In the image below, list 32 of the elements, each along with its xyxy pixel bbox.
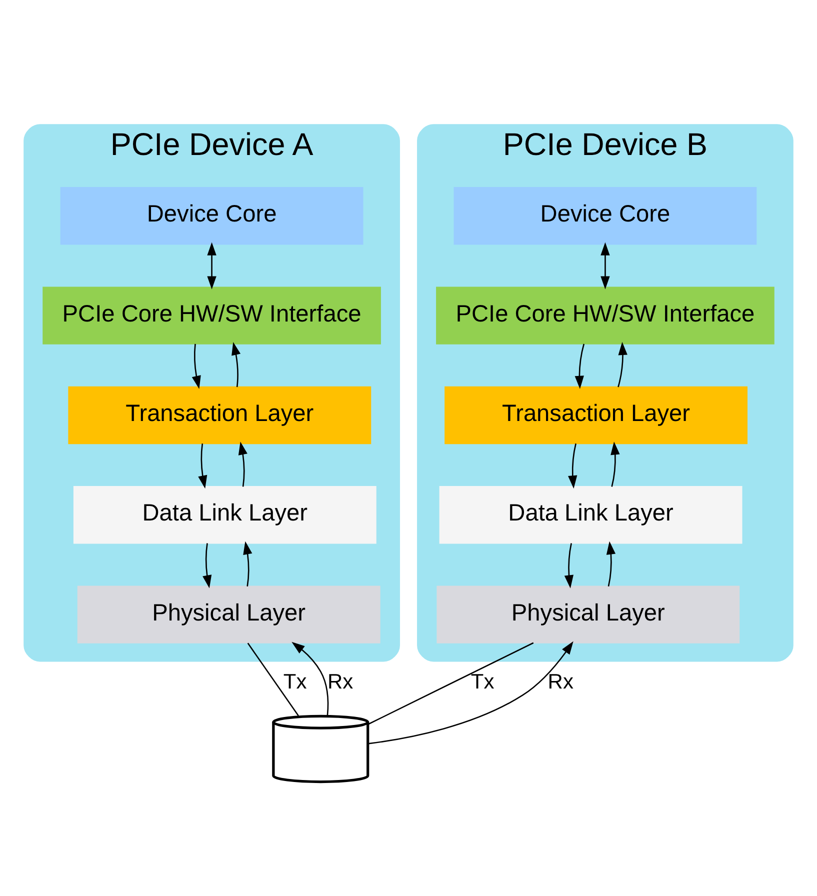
edge-label: Rx bbox=[327, 670, 354, 694]
edge-label: Tx bbox=[283, 670, 307, 694]
arrow bbox=[606, 541, 616, 586]
arrow bbox=[368, 641, 574, 744]
arrow bbox=[198, 443, 208, 489]
arrow bbox=[232, 342, 241, 388]
node-box: Transaction Layer bbox=[68, 386, 372, 444]
arrow bbox=[292, 642, 329, 716]
arrow bbox=[600, 242, 610, 290]
arrow bbox=[202, 543, 212, 588]
edge-label: Rx bbox=[548, 670, 574, 694]
arrow bbox=[568, 443, 578, 489]
connector bbox=[247, 642, 299, 716]
arrow bbox=[574, 344, 585, 389]
node-box: Device Core bbox=[454, 187, 757, 245]
arrow bbox=[207, 242, 216, 290]
arrow bbox=[610, 442, 620, 487]
arrow bbox=[243, 541, 252, 586]
arrow bbox=[564, 543, 574, 588]
arrow bbox=[238, 442, 248, 487]
node-box: PCIe Core HW/SW Interface bbox=[42, 286, 381, 344]
node-box: Data Link Layer bbox=[73, 486, 376, 544]
arrow bbox=[192, 344, 201, 389]
node-box: Data Link Layer bbox=[439, 486, 742, 544]
connector bbox=[368, 642, 534, 725]
node-box: Physical Layer bbox=[436, 586, 740, 644]
node-box: Device Core bbox=[60, 187, 364, 245]
arrow bbox=[618, 342, 628, 388]
node-box: Transaction Layer bbox=[444, 386, 748, 444]
node-box: PCIe Core HW/SW Interface bbox=[436, 286, 774, 344]
node-box: Physical Layer bbox=[77, 586, 380, 644]
edge-label: Tx bbox=[470, 670, 494, 694]
